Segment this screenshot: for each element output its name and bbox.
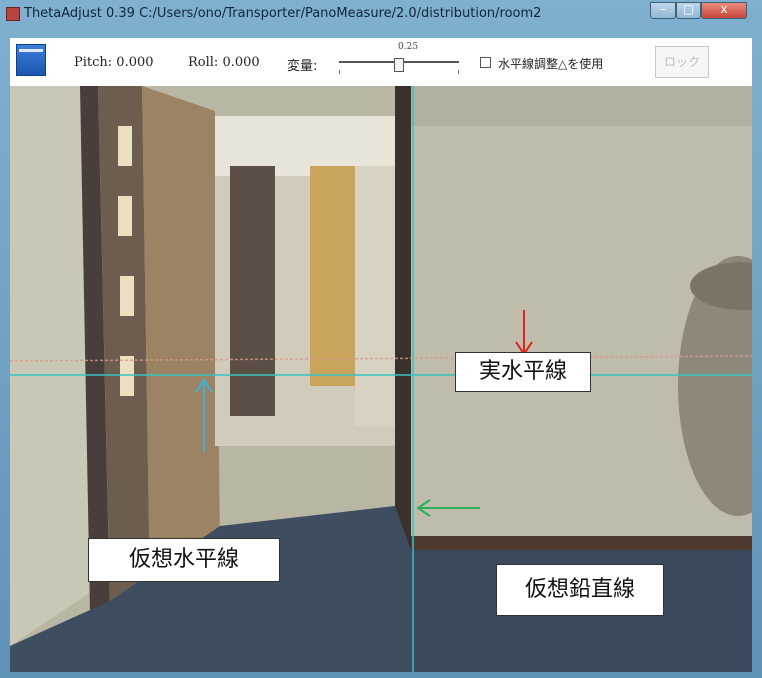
minimize-button[interactable]: – [650,2,676,19]
scale-slider[interactable] [335,56,463,74]
slider-thumb[interactable] [394,58,404,72]
slider-ticks [339,70,459,74]
close-icon: x [720,2,728,16]
room-photo [10,86,752,672]
roll-readout: Roll: 0.000 [188,55,260,70]
virtual-vertical-label: 仮想鉛直線 [496,564,664,616]
pitch-readout: Pitch: 0.000 [74,55,154,70]
close-button[interactable]: x [701,2,747,19]
virtual-horizon-label: 仮想水平線 [88,538,280,582]
maximize-button[interactable]: □ [676,2,701,19]
horizon-adjust-checkbox[interactable] [480,57,491,68]
maximize-icon: □ [682,2,695,16]
window-title: ThetaAdjust 0.39 C:/Users/ono/Transporte… [24,6,542,21]
real-horizon-label: 実水平線 [455,352,591,392]
panorama-viewport[interactable]: 実水平線 仮想水平線 仮想鉛直線 [10,86,752,672]
virtual-vertical-arrow [416,499,480,517]
app-icon [6,7,20,21]
toolbar: Pitch: 0.000 Roll: 0.000 変量: 0.25 水平線調整△… [10,38,752,86]
lock-button[interactable]: ロック [655,46,709,78]
save-button[interactable] [16,44,46,76]
minimize-icon: – [660,2,666,16]
scale-label: 変量: [287,59,318,74]
save-icon [19,49,43,52]
horizon-adjust-label: 水平線調整△を使用 [498,57,604,71]
virtual-horizon-arrow [195,378,213,452]
scale-value: 0.25 [398,42,419,52]
title-bar[interactable]: ThetaAdjust 0.39 C:/Users/ono/Transporte… [0,0,762,30]
